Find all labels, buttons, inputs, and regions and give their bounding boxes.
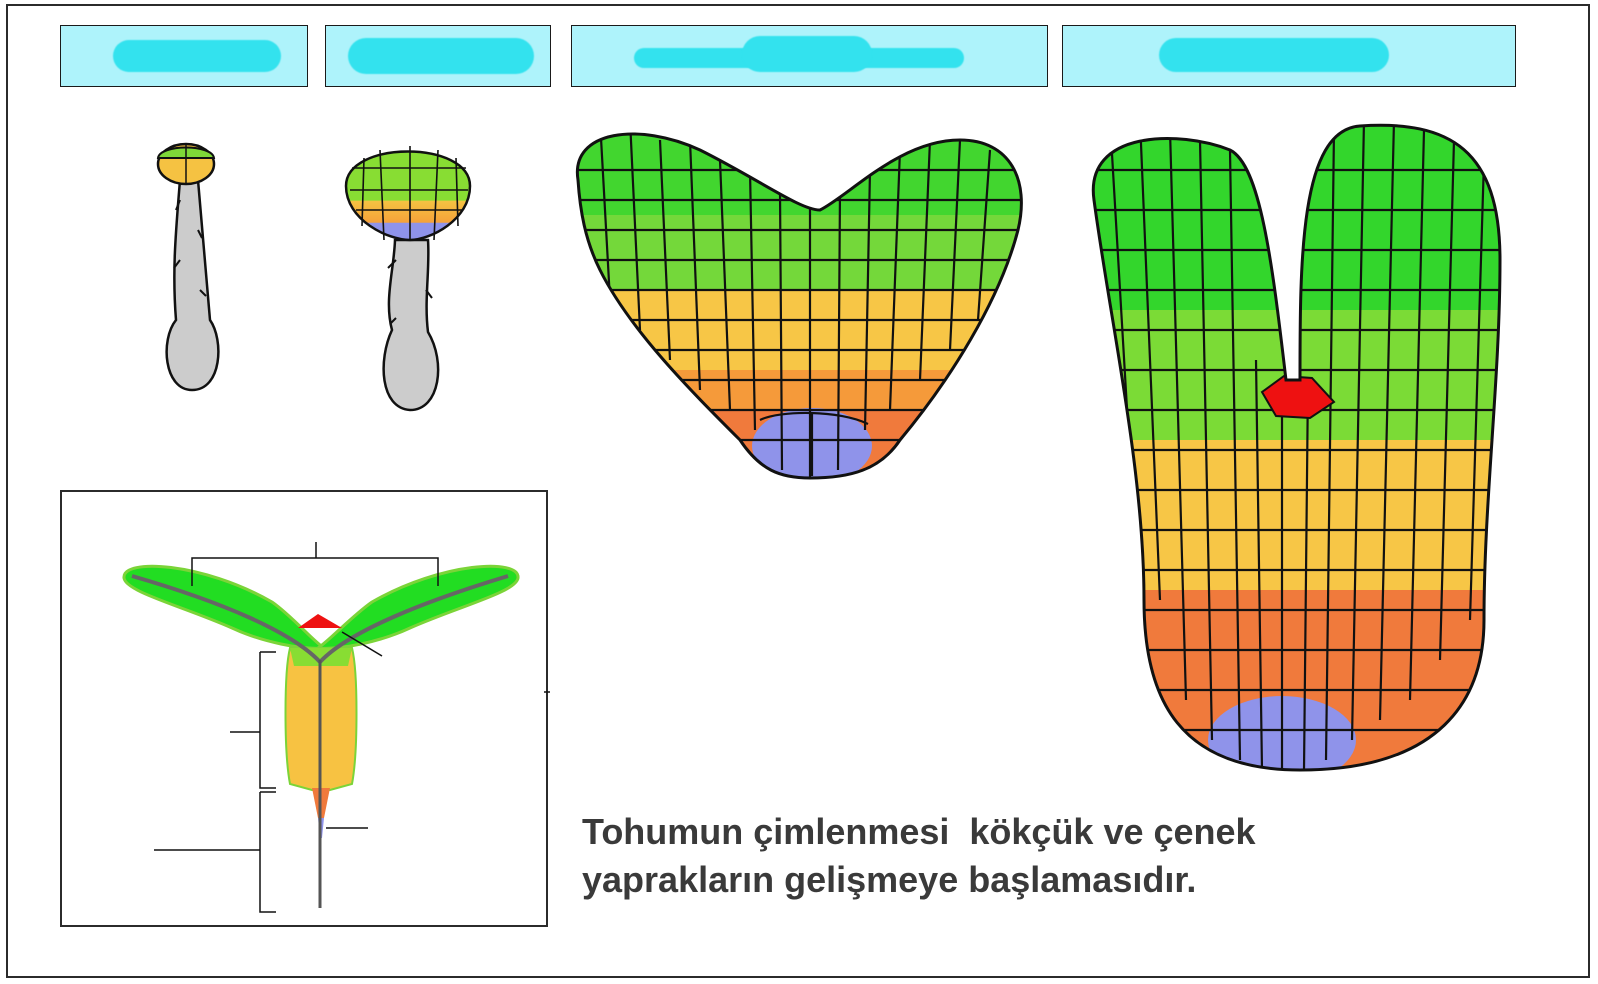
embryo-stage-3 <box>560 120 1040 490</box>
caption: Tohumun çimlenmesi kökçük ve çenek yapra… <box>582 808 1256 904</box>
shoot-meristem <box>298 614 342 628</box>
embryo-stage-4 <box>1080 120 1520 790</box>
embryo-stage-2 <box>346 146 470 410</box>
seedling-drawing <box>62 492 550 929</box>
caption-line-1: Tohumun çimlenmesi kökçük ve çenek <box>582 811 1256 852</box>
caption-line-2: yaprakların gelişmeye başlamasıdır. <box>582 859 1196 900</box>
embryo-stage-1 <box>158 144 218 390</box>
seedling-inset <box>60 490 548 927</box>
